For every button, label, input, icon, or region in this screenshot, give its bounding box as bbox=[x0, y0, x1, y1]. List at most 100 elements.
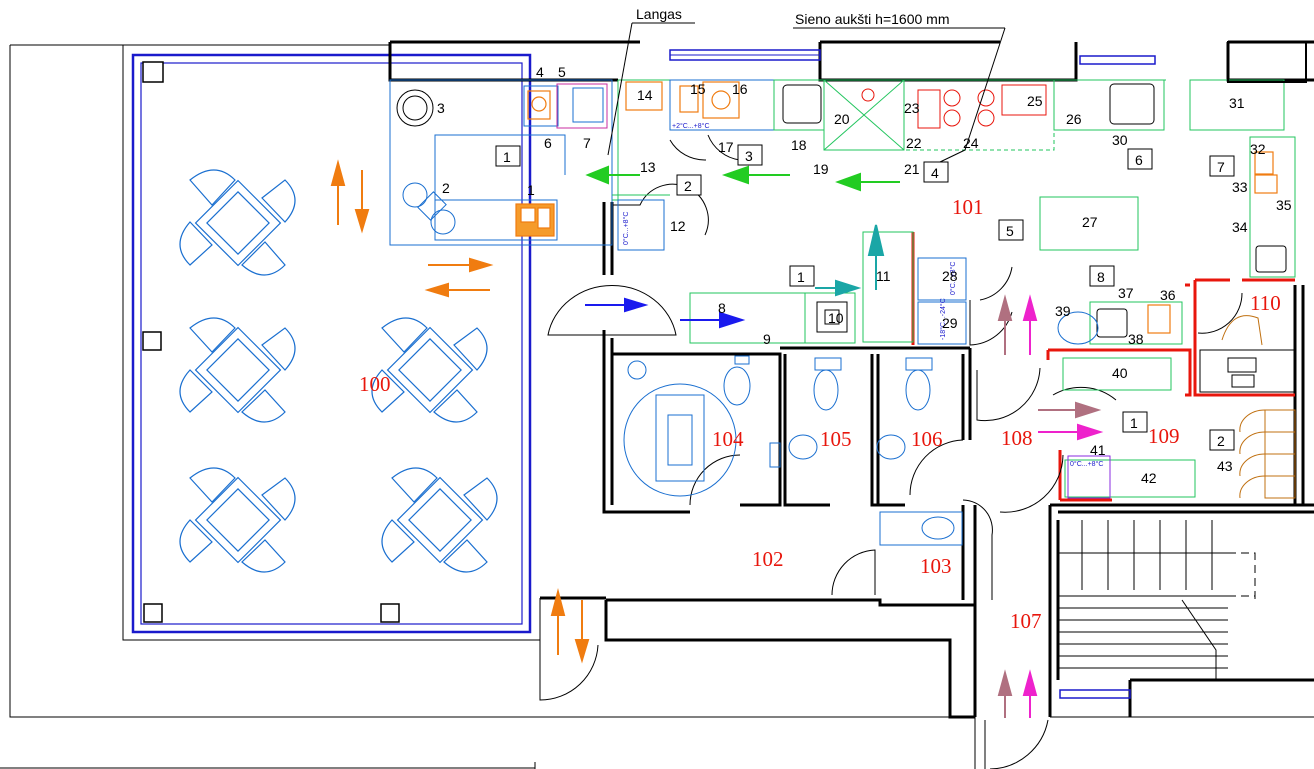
equipment-number: 15 bbox=[690, 81, 706, 97]
arrow-teal-up bbox=[867, 224, 885, 290]
orange-appliances bbox=[515, 81, 1278, 334]
freezer-temp-label-29: -18°C...-24°C bbox=[939, 298, 947, 340]
sinks bbox=[782, 83, 1287, 345]
arrow-magenta-right bbox=[1038, 423, 1104, 441]
zone-number: 7 bbox=[1217, 159, 1225, 175]
equipment-number: 4 bbox=[536, 64, 544, 80]
equipment-number: 37 bbox=[1118, 285, 1134, 301]
equipment-number: 11 bbox=[876, 268, 891, 284]
window-label: Langas bbox=[636, 6, 682, 22]
arrow-teal-right bbox=[815, 279, 862, 297]
lockers bbox=[1239, 409, 1296, 499]
kitchen-equipment bbox=[612, 79, 1296, 499]
equipment-number: 24 bbox=[963, 135, 979, 151]
room-label-100: 100 bbox=[359, 372, 391, 396]
room-label-103: 103 bbox=[920, 554, 952, 578]
arrow-mauve-up-2 bbox=[997, 669, 1013, 718]
equipment-number: 12 bbox=[670, 218, 686, 234]
arrow-magenta-up-2 bbox=[1022, 669, 1038, 718]
arrow-orange-pair-top bbox=[330, 159, 370, 234]
wall-height-label: Sieno aukšti h=1600 mm bbox=[795, 11, 949, 27]
equipment-number: 7 bbox=[583, 135, 591, 151]
equipment-number: 26 bbox=[1066, 111, 1082, 127]
table-set-2 bbox=[179, 317, 296, 423]
arrow-orange-pair-mid bbox=[424, 257, 494, 298]
equipment-number: 29 bbox=[942, 315, 958, 331]
table-set-5 bbox=[381, 467, 498, 573]
room-label-102: 102 bbox=[752, 547, 784, 571]
zone-number: 8 bbox=[1097, 269, 1105, 285]
fridge-temp-label: +2°C...+8°C bbox=[672, 122, 710, 130]
flow-arrows bbox=[330, 159, 1104, 718]
arrow-magenta-up-1 bbox=[1022, 294, 1038, 355]
zone-number: 4 bbox=[931, 165, 939, 181]
leader-lines bbox=[607, 22, 1006, 163]
equipment-number: 31 bbox=[1229, 95, 1245, 111]
room-label-107: 107 bbox=[1010, 609, 1042, 633]
room-label-110: 110 bbox=[1250, 291, 1281, 315]
equipment-number: 36 bbox=[1160, 287, 1176, 303]
equipment-number: 16 bbox=[732, 81, 748, 97]
arrow-blue-door bbox=[585, 297, 649, 313]
room-label-106: 106 bbox=[911, 427, 943, 451]
arrow-mauve-right bbox=[1038, 401, 1102, 419]
office-furniture bbox=[1199, 315, 1296, 393]
equipment-number: 32 bbox=[1250, 141, 1266, 157]
equipment-number: 2 bbox=[442, 180, 450, 196]
arrow-orange-pair-bottom bbox=[550, 588, 590, 664]
equipment-number: 33 bbox=[1232, 179, 1248, 195]
zone-number: 1 bbox=[503, 149, 511, 165]
zone-boxes bbox=[495, 144, 1235, 451]
equipment-number: 34 bbox=[1232, 219, 1248, 235]
bar-zone bbox=[389, 79, 613, 246]
equipment-numbers: 1 2 3 4 5 6 7 8 9 10 11 12 13 14 15 16 1… bbox=[437, 64, 1292, 486]
staircase bbox=[1058, 520, 1256, 680]
walls bbox=[388, 40, 1314, 719]
equipment-number: 28 bbox=[942, 268, 958, 284]
cold-room-temp-label-12: 0°C...+8°C bbox=[622, 212, 630, 245]
room-label-105: 105 bbox=[820, 427, 852, 451]
doors bbox=[539, 134, 1243, 769]
equipment-number: 41 bbox=[1090, 442, 1106, 458]
windows bbox=[669, 49, 1156, 699]
equipment-number: 3 bbox=[437, 100, 445, 116]
cooking-line bbox=[861, 84, 1047, 129]
equipment-number: 18 bbox=[791, 137, 807, 153]
equipment-number: 30 bbox=[1112, 132, 1128, 148]
equipment-number: 43 bbox=[1217, 458, 1233, 474]
cold-room-temp-label-41: 0°C...+8°C bbox=[1070, 460, 1103, 468]
equipment-number: 35 bbox=[1276, 197, 1292, 213]
equipment-number: 17 bbox=[718, 139, 734, 155]
arrow-blue-8 bbox=[680, 311, 746, 329]
zone-number: 6 bbox=[1135, 152, 1143, 168]
equipment-number: 1 bbox=[527, 182, 535, 198]
room-label-101: 101 bbox=[952, 195, 984, 219]
dining-glass-frame bbox=[131, 53, 532, 634]
equipment-number: 10 bbox=[828, 310, 844, 326]
dining-tables bbox=[179, 169, 498, 573]
arrow-green-1 bbox=[585, 165, 640, 185]
zone-number: 1 bbox=[797, 269, 805, 285]
equipment-number: 22 bbox=[906, 135, 922, 151]
equipment-number: 20 bbox=[834, 111, 850, 127]
table-set-3 bbox=[371, 317, 488, 423]
equipment-number: 38 bbox=[1128, 331, 1144, 347]
equipment-number: 5 bbox=[558, 64, 566, 80]
dishwasher-icon bbox=[402, 182, 456, 235]
equipment-number: 21 bbox=[904, 161, 920, 177]
equipment-number: 27 bbox=[1082, 214, 1098, 230]
equipment-number: 9 bbox=[763, 331, 771, 347]
cold-room-temp-label-28: 0°C...+8°C bbox=[949, 262, 957, 295]
equipment-number: 40 bbox=[1112, 365, 1128, 381]
arrow-green-3 bbox=[835, 172, 900, 192]
equipment-number: 14 bbox=[637, 87, 653, 103]
table-set-1 bbox=[179, 169, 296, 276]
column-blocks bbox=[1227, 41, 1307, 83]
table-set-4 bbox=[179, 467, 296, 573]
arrow-green-2 bbox=[721, 165, 790, 185]
equipment-number: 8 bbox=[718, 300, 726, 316]
zone-number: 1 bbox=[1130, 415, 1138, 431]
equipment-number: 6 bbox=[544, 135, 552, 151]
equipment-number: 23 bbox=[904, 100, 920, 116]
equipment-number: 25 bbox=[1027, 93, 1043, 109]
